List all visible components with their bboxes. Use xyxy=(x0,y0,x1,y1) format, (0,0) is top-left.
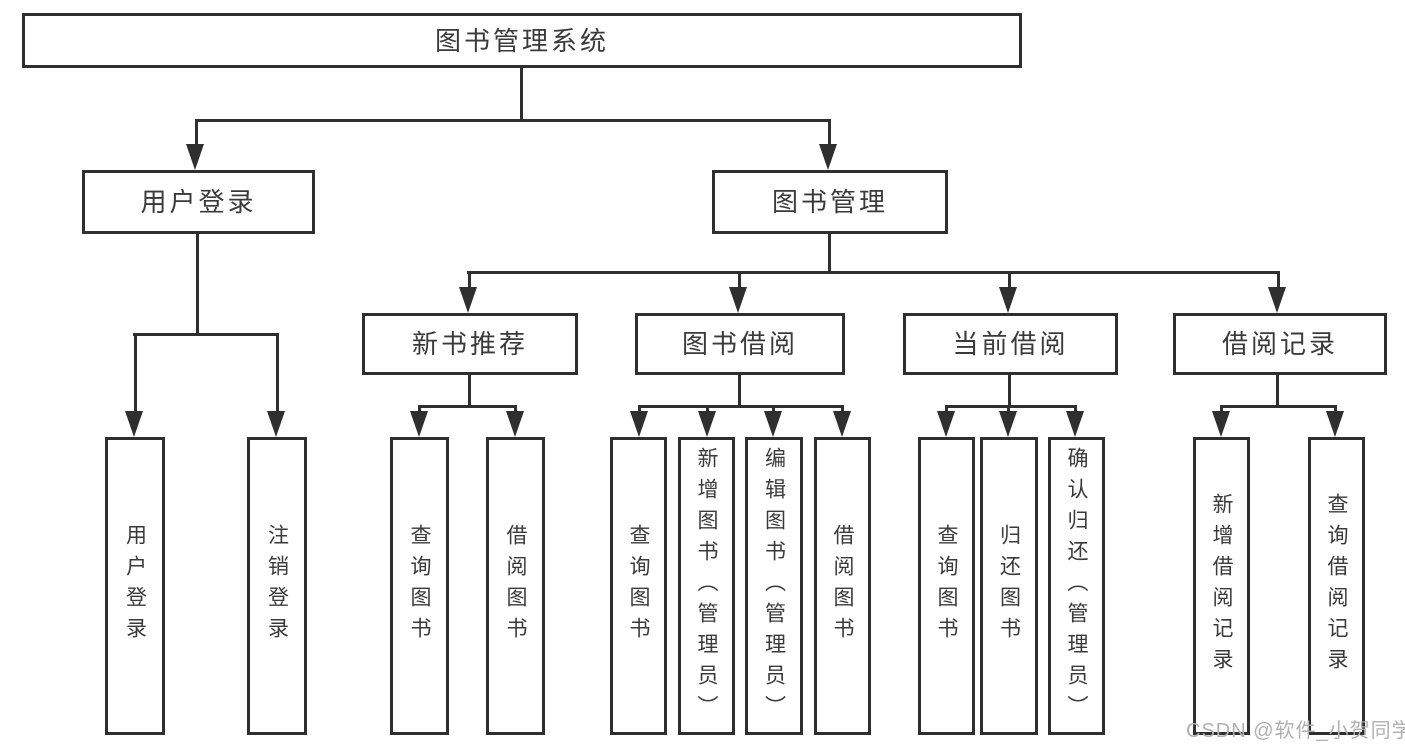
leaf-query-books-borrowing: 查询图书 xyxy=(610,437,667,735)
arrow-down-icon xyxy=(819,144,837,170)
edge-book-mgmt-down xyxy=(828,233,831,274)
leaf-query-borrow-record: 查询借阅记录 xyxy=(1308,437,1365,735)
edge-current-split xyxy=(945,405,1077,408)
edge-recommend-split xyxy=(418,405,517,408)
csdn-watermark: CSDN @软件_小贺同学 xyxy=(1186,720,1405,742)
edge-leaf-stem xyxy=(276,333,279,413)
edge-leaf-stem xyxy=(134,333,137,413)
edge-borrowing-split xyxy=(638,405,844,408)
edge-records-split xyxy=(1220,405,1337,408)
edge-book-mgmt-stem xyxy=(828,119,831,146)
arrow-down-icon xyxy=(630,411,648,437)
node-borrowing-records: 借阅记录 xyxy=(1173,313,1387,375)
leaf-return-books: 归还图书 xyxy=(980,437,1038,735)
edge-leaf-stem xyxy=(1334,405,1337,413)
leaf-confirm-return-admin: 确认归还（管理员） xyxy=(1048,437,1105,735)
edge-leaf-stem xyxy=(1074,405,1077,413)
leaf-borrow-books-recommend: 借阅图书 xyxy=(486,437,545,735)
arrow-down-icon xyxy=(1212,411,1230,437)
leaf-add-borrow-record: 新增借阅记录 xyxy=(1193,437,1250,735)
arrow-down-icon xyxy=(267,411,285,437)
edge-user-login-split xyxy=(133,333,279,336)
arrow-down-icon xyxy=(125,411,143,437)
edge-level2-stem xyxy=(468,271,471,289)
arrow-down-icon xyxy=(506,411,524,437)
edge-root-stem xyxy=(520,68,523,122)
leaf-borrow-books-borrowing: 借阅图书 xyxy=(814,437,871,735)
edge-leaf-stem xyxy=(772,405,775,413)
node-book-borrowing: 图书借阅 xyxy=(635,313,845,375)
leaf-query-books-recommend: 查询图书 xyxy=(390,437,449,735)
arrow-down-icon xyxy=(937,411,955,437)
edge-leaf-stem xyxy=(418,405,421,413)
leaf-query-books-current: 查询图书 xyxy=(918,437,975,735)
edge-leaf-stem xyxy=(706,405,709,413)
leaf-logout: 注销登录 xyxy=(247,437,307,735)
arrow-down-icon xyxy=(186,144,204,170)
arrow-down-icon xyxy=(410,411,428,437)
node-library-management-system: 图书管理系统 xyxy=(22,13,1022,68)
leaf-add-books-admin: 新增图书（管理员） xyxy=(678,437,735,735)
arrow-down-icon xyxy=(999,287,1017,313)
edge-leaf-stem xyxy=(945,405,948,413)
arrow-down-icon xyxy=(833,411,851,437)
node-book-management: 图书管理 xyxy=(712,170,948,234)
leaf-user-login: 用户登录 xyxy=(105,437,165,735)
arrow-down-icon xyxy=(764,411,782,437)
edge-leaf-stem xyxy=(638,405,641,413)
edge-recommend-down xyxy=(468,375,471,408)
arrow-down-icon xyxy=(1326,411,1344,437)
edge-leaf-stem xyxy=(841,405,844,413)
edge-root-split xyxy=(195,119,831,122)
edge-book-mgmt-split xyxy=(467,271,1280,274)
arrow-down-icon xyxy=(999,411,1017,437)
edge-leaf-stem xyxy=(514,405,517,413)
node-new-book-recommendation: 新书推荐 xyxy=(362,313,578,375)
leaf-edit-books-admin: 编辑图书（管理员） xyxy=(745,437,803,735)
edge-current-down xyxy=(1008,375,1011,408)
arrow-down-icon xyxy=(1066,411,1084,437)
arrow-down-icon xyxy=(729,287,747,313)
edge-leaf-stem xyxy=(1220,405,1223,413)
arrow-down-icon xyxy=(698,411,716,437)
edge-user-login-down xyxy=(196,233,199,336)
edge-borrowing-down xyxy=(738,375,741,408)
arrow-down-icon xyxy=(459,287,477,313)
edge-leaf-stem xyxy=(1007,405,1010,413)
arrow-down-icon xyxy=(1268,287,1286,313)
node-user-login: 用户登录 xyxy=(82,170,315,234)
edge-level2-stem xyxy=(738,271,741,289)
node-current-borrowing: 当前借阅 xyxy=(903,313,1118,375)
edge-records-down xyxy=(1276,375,1279,408)
edge-user-login-stem xyxy=(195,119,198,146)
edge-level2-stem xyxy=(1277,271,1280,289)
edge-level2-stem xyxy=(1008,271,1011,289)
